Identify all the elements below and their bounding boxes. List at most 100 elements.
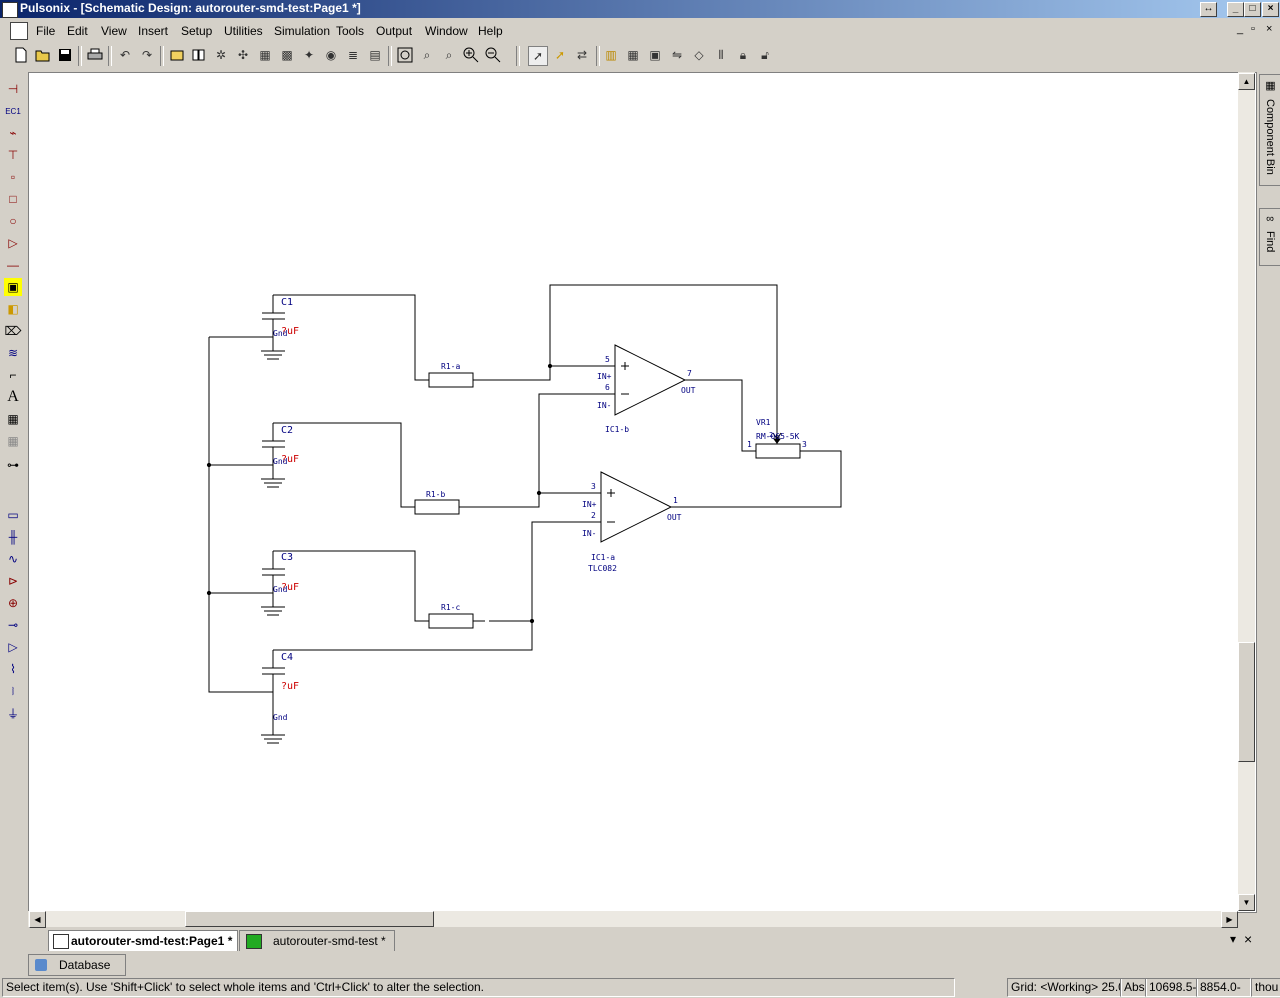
net-icon[interactable]: ⌁ xyxy=(9,126,17,140)
copy-icon[interactable]: ◧ xyxy=(7,302,19,316)
scroll-left-icon[interactable]: ◀ xyxy=(29,911,46,928)
calculator-icon[interactable]: ▦ xyxy=(627,48,639,62)
scroll-up-icon[interactable]: ▲ xyxy=(1238,73,1255,90)
open-icon[interactable] xyxy=(34,46,52,64)
align-icon[interactable]: ⫴ xyxy=(718,47,724,62)
zoom-out-icon[interactable] xyxy=(484,46,502,64)
horizontal-scroll-thumb[interactable] xyxy=(185,911,434,927)
redo-icon[interactable]: ↷ xyxy=(141,48,153,62)
menu-simulation[interactable]: Simulation xyxy=(274,24,331,38)
vr1-pin2: 2 xyxy=(769,431,773,439)
zoom-in-icon[interactable] xyxy=(462,46,480,64)
palette-icon[interactable]: ◉ xyxy=(325,48,337,62)
symbol-icon[interactable]: ▦ xyxy=(259,48,271,62)
menu-help[interactable]: Help xyxy=(478,24,503,38)
swap-icon[interactable]: ⇋ xyxy=(671,48,683,62)
undo-icon[interactable]: ↶ xyxy=(119,48,131,62)
menu-insert[interactable]: Insert xyxy=(138,24,169,38)
tab-schematic-page1[interactable]: autorouter-smd-test:Page1 * xyxy=(48,930,238,951)
menu-tools[interactable]: Tools xyxy=(336,24,365,38)
eraser-icon[interactable]: ◇ xyxy=(694,48,704,62)
tag-icon[interactable]: ⌦ xyxy=(4,324,22,338)
zoom-window-icon[interactable]: ⌕ xyxy=(445,47,453,62)
wand-icon[interactable]: ✦ xyxy=(303,48,315,62)
tabs-dropdown-icon[interactable]: ▾ xyxy=(1230,932,1237,946)
pointer-icon[interactable]: ➚ xyxy=(554,48,566,62)
unlock-icon[interactable]: 🔓︎ xyxy=(761,47,769,62)
layers-icon[interactable]: ≣ xyxy=(347,48,359,62)
pin-icon[interactable]: ⊤ xyxy=(7,148,19,162)
menu-edit[interactable]: Edit xyxy=(67,24,88,38)
menu-window[interactable]: Window xyxy=(425,24,468,38)
menu-view[interactable]: View xyxy=(101,24,127,38)
rectangle-icon[interactable]: □ xyxy=(9,192,17,206)
sim-capacitor-icon[interactable]: ╫ xyxy=(8,530,18,544)
component-icon[interactable]: ✲ xyxy=(215,48,227,62)
scroll-down-icon[interactable]: ▼ xyxy=(1238,894,1255,911)
component-bin-tab[interactable]: ▦ Component Bin xyxy=(1259,74,1280,186)
sim-opamp-icon[interactable]: ▷ xyxy=(8,640,18,654)
select-icon[interactable]: ➚ xyxy=(528,46,548,66)
sim-resistor-icon[interactable]: ▭ xyxy=(7,508,19,522)
report-icon[interactable]: ▤ xyxy=(369,48,381,62)
lock-icon[interactable]: 🔒︎ xyxy=(739,47,747,62)
close-button[interactable]: × xyxy=(1262,2,1279,17)
ghost-chip-icon[interactable]: ▦ xyxy=(7,434,19,448)
maximize-button[interactable]: □ xyxy=(1244,2,1261,17)
ruler-icon[interactable]: ▥ xyxy=(605,48,617,62)
app-icon[interactable] xyxy=(2,2,18,18)
wire-icon[interactable]: ⊣ xyxy=(7,82,19,96)
tab-pcb[interactable]: autorouter-smd-test * xyxy=(239,930,395,951)
menu-file[interactable]: File xyxy=(36,24,56,38)
zoom-all-icon[interactable] xyxy=(396,46,414,64)
find-tab[interactable]: ∞ Find xyxy=(1259,208,1280,266)
sim-diode-icon[interactable]: ⊳ xyxy=(7,574,19,588)
block-icon[interactable]: ▣ xyxy=(4,278,22,296)
sim-source-icon[interactable]: ⊕ xyxy=(7,596,19,610)
open-folder-icon[interactable] xyxy=(168,46,186,64)
label-icon[interactable]: EC1 xyxy=(5,106,21,116)
bus-icon[interactable]: ≋ xyxy=(7,346,19,360)
scroll-right-icon[interactable]: ▶ xyxy=(1221,911,1238,928)
resize-button[interactable]: ↔ xyxy=(1200,2,1217,17)
circle-icon[interactable]: ○ xyxy=(9,214,17,228)
part-icon[interactable]: ✣ xyxy=(237,48,249,62)
horizontal-scrollbar[interactable]: ◀ ▶ xyxy=(28,911,1238,928)
mdi-close-button[interactable]: × xyxy=(1266,23,1273,35)
menu-setup[interactable]: Setup xyxy=(181,24,213,38)
library-icon[interactable] xyxy=(190,46,208,64)
menu-output[interactable]: Output xyxy=(376,24,413,38)
route-icon[interactable]: ⇄ xyxy=(576,48,588,62)
vertical-scrollbar[interactable]: ▲ ▼ xyxy=(1238,72,1255,911)
sim-inductor-icon[interactable]: ∿ xyxy=(7,552,19,566)
text-icon[interactable]: A xyxy=(7,388,19,405)
menu-utilities[interactable]: Utilities xyxy=(224,24,263,38)
minimize-button[interactable]: _ xyxy=(1227,2,1244,17)
bend-icon[interactable]: ⌐ xyxy=(9,368,17,382)
mdi-restore-button[interactable]: ▫ xyxy=(1251,23,1255,35)
grid-icon[interactable]: ▩ xyxy=(281,48,293,62)
component-bin-icon: ▦ xyxy=(1264,79,1276,92)
print-icon[interactable] xyxy=(86,46,104,64)
triangle-icon[interactable]: ▷ xyxy=(8,236,18,250)
line-icon[interactable]: ▫ xyxy=(10,170,16,184)
resistor-r1a xyxy=(428,372,474,388)
document-icon[interactable] xyxy=(10,22,28,40)
database-button[interactable]: Database xyxy=(28,954,126,976)
properties-icon[interactable]: ▣ xyxy=(649,48,661,62)
vertical-scroll-thumb[interactable] xyxy=(1238,642,1255,762)
zoom-prev-icon[interactable]: ⌕ xyxy=(423,47,431,62)
netlist-icon[interactable]: ⊶ xyxy=(7,458,19,472)
schematic-canvas[interactable]: C1 ?uF Gnd C2 ?uF Gnd C3 ?uF Gnd C4 ?uF … xyxy=(28,72,1257,913)
sim-ground-icon[interactable]: ⏚ xyxy=(6,706,19,721)
mdi-minimize-button[interactable]: _ xyxy=(1237,23,1244,35)
dash-icon[interactable]: — xyxy=(7,258,19,272)
chip-icon[interactable]: ▦ xyxy=(7,412,19,426)
sim-transformer-icon[interactable]: ⧘ xyxy=(11,683,15,698)
sim-switch-icon[interactable]: ⌇ xyxy=(10,662,16,676)
c4-value: ?uF xyxy=(281,681,299,692)
new-icon[interactable] xyxy=(12,46,30,64)
save-icon[interactable] xyxy=(56,46,74,64)
tabs-close-icon[interactable]: × xyxy=(1244,931,1253,947)
sim-transistor-icon[interactable]: ⊸ xyxy=(7,618,19,632)
